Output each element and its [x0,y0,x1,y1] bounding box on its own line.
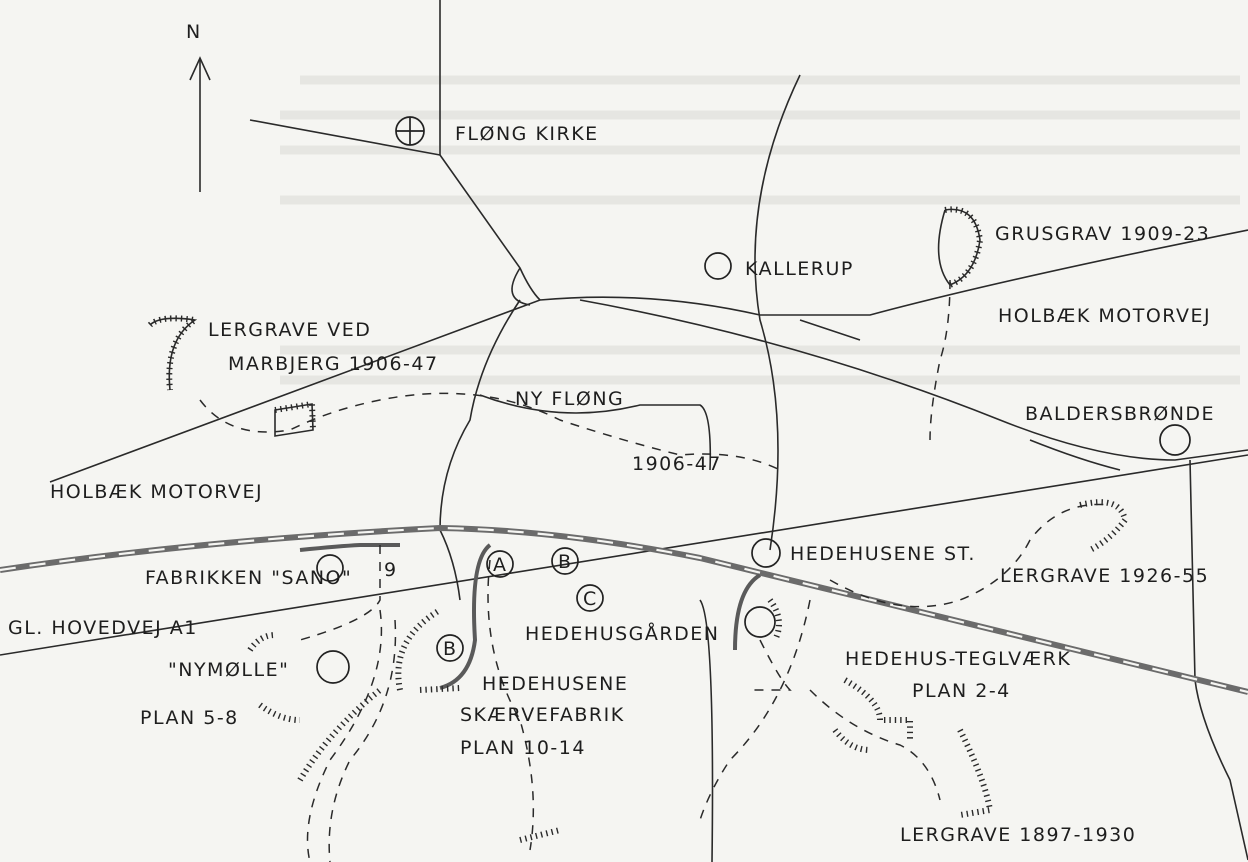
teglvaerk-marker [744,606,776,638]
kallerup-marker [704,252,732,280]
label-plan-10-14: PLAN 10-14 [460,737,586,759]
label-c: C [583,588,598,610]
label-lergrave-1897: LERGRAVE 1897-1930 [900,824,1136,846]
nymolle-marker [316,650,350,684]
label-teglvaerk: HEDEHUS-TEGLVÆRK [845,648,1071,670]
label-sano: FABRIKKEN "SANO" [145,567,352,589]
label-lergrave-1926: LERGRAVE 1926-55 [1000,565,1209,587]
label-skaervefabrik: SKÆRVEFABRIK [460,704,625,726]
site-c-marker [576,584,604,612]
label-hedehusene: HEDEHUSENE [482,673,628,695]
label-flong-kirke: FLØNG KIRKE [455,123,599,145]
north-arrow [189,56,211,192]
label-motorvej-east: HOLBÆK MOTORVEJ [998,305,1211,327]
label-kallerup: KALLERUP [745,258,854,280]
station-marker [751,538,781,568]
label-plan-5-8: PLAN 5-8 [140,707,239,729]
label-lergrave-marbjerg: LERGRAVE VED [208,319,371,341]
railway [0,524,1248,695]
label-nine: 9 [384,559,398,581]
sites [316,116,1191,684]
label-motorvej-west: HOLBÆK MOTORVEJ [50,481,263,503]
label-gl-hovedvej: GL. HOVEDVEJ A1 [8,617,198,639]
label-b2: B [443,638,458,660]
baldersbronde-marker [1159,424,1191,456]
north-label: N [186,21,202,43]
label-marbjerg-years: MARBJERG 1906-47 [228,353,439,375]
label-hedehusgarden: HEDEHUSGÅRDEN [525,622,719,645]
label-a: A [493,554,508,576]
site-a-marker [486,550,514,578]
clay-pits [147,206,1129,843]
tracks [199,279,1111,862]
sano-marker [316,554,344,582]
site-b-marker [551,547,579,575]
label-b: B [558,551,573,573]
label-baldersbronde: BALDERSBRØNDE [1025,403,1215,425]
label-hedehusene-st: HEDEHUSENE ST. [790,543,976,565]
labels: N FLØNG KIRKE KALLERUP GRUSGRAV 1909-23 … [8,21,1215,846]
label-plan-2-4: PLAN 2-4 [912,680,1011,702]
label-grusgrav: GRUSGRAV 1909-23 [995,223,1210,245]
site-b2-marker [436,634,464,662]
label-1906-47: 1906-47 [632,453,722,475]
label-nymolle: "NYMØLLE" [168,659,289,681]
label-ny-flong: NY FLØNG [515,388,624,410]
